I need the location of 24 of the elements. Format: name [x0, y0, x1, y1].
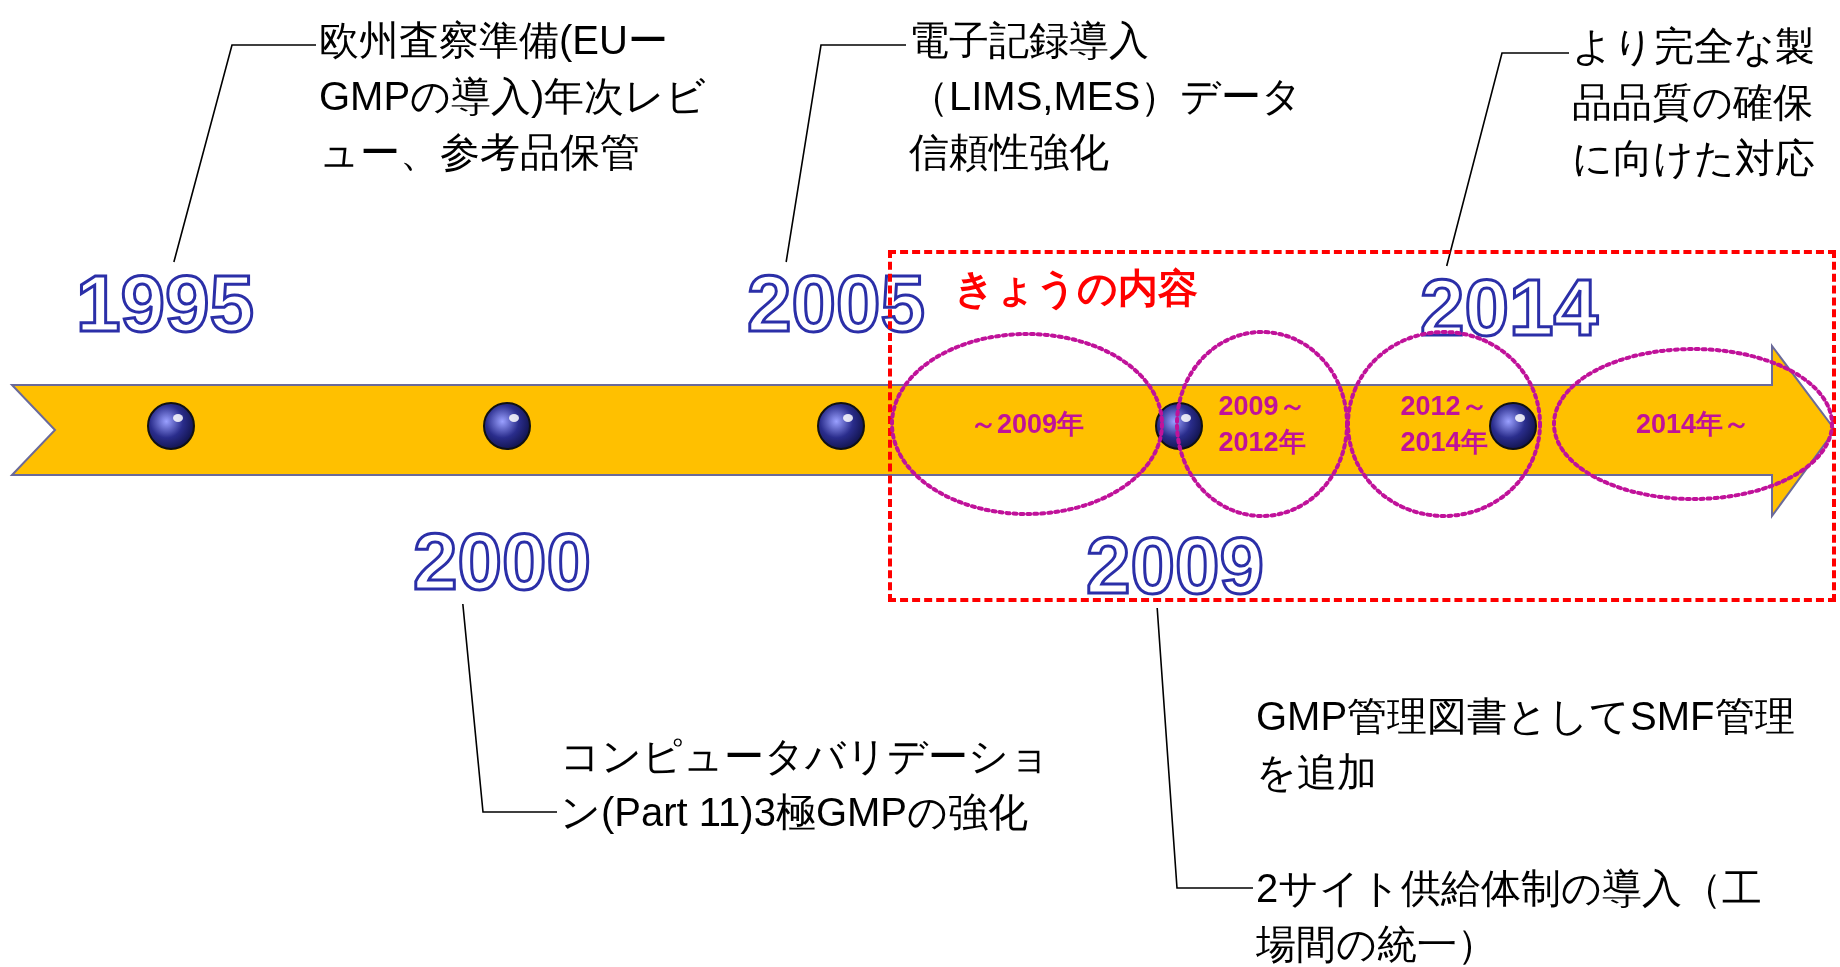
- period-ellipse: [1177, 332, 1347, 516]
- period-label: 2009～2012年: [1217, 390, 1307, 459]
- annotation-text: 電子記録導入（LIMS,MES）データ信頼性強化: [909, 12, 1309, 180]
- annotation-text: GMP管理図書としてSMF管理を追加: [1256, 693, 1796, 796]
- period-label: 2012～2014年: [1399, 390, 1489, 459]
- annotation-text: 2サイト供給体制の導入（工場間の統一）: [1256, 865, 1764, 967]
- year-label: 2014: [1420, 268, 1598, 348]
- leader-line: [462, 603, 558, 813]
- year-label: 2005: [747, 264, 925, 344]
- period-label: ～2009年: [969, 408, 1085, 441]
- leader-line: [1156, 607, 1254, 889]
- annotation-text: 欧州査察準備(EUーGMPの導入)年次レビュー、参考品保管: [319, 12, 719, 180]
- leader-line: [1445, 52, 1570, 267]
- annotation-text: コンピュータバリデーション(Part 11)3極GMPの強化: [560, 728, 1060, 840]
- period-label: 2014年～: [1635, 408, 1751, 441]
- section-title: きょうの内容: [954, 265, 1198, 312]
- leader-line: [785, 44, 907, 263]
- year-label: 1995: [76, 264, 254, 344]
- year-label: 2000: [413, 522, 591, 602]
- leader-line: [173, 44, 317, 263]
- period-ellipse: [1554, 349, 1832, 499]
- period-ellipse: [892, 334, 1162, 514]
- year-label: 2009: [1086, 526, 1264, 606]
- annotation-text: より完全な製品品質の確保に向けた対応: [1572, 18, 1822, 186]
